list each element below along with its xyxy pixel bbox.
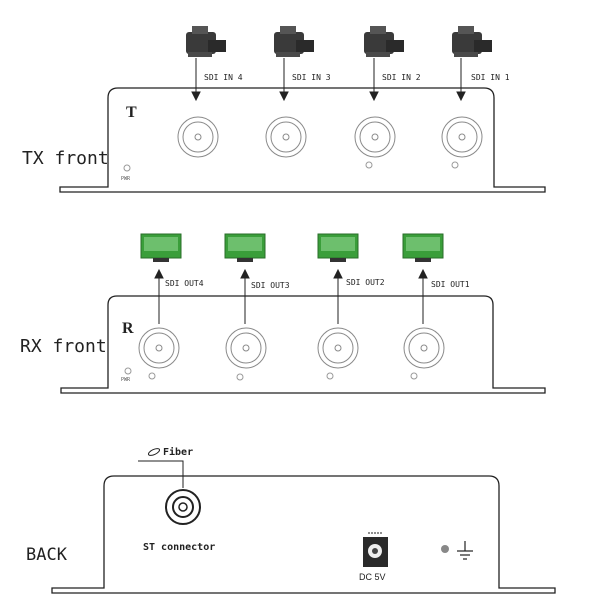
fiber-label: Fiber — [163, 446, 193, 458]
rx-panel-letter: R — [122, 320, 134, 337]
rx-front-label: RX front — [20, 336, 107, 357]
monitor-icon — [402, 233, 444, 262]
bnc-connector-icon — [317, 327, 359, 369]
sdi-out-label: SDI OUT2 — [346, 278, 385, 287]
led-icon — [326, 372, 334, 380]
led-icon — [410, 372, 418, 380]
back-label: BACK — [26, 545, 68, 565]
bnc-connector-icon — [441, 116, 483, 158]
bnc-connector-icon — [403, 327, 445, 369]
video-camera-icon — [452, 26, 492, 57]
led-icon — [236, 373, 244, 381]
sdi-out-label: SDI OUT1 — [431, 280, 470, 289]
back-chassis-outline — [51, 475, 556, 594]
back-panel: Fiber BACK ST connector DC 5V — [26, 446, 556, 594]
sdi-in-label: SDI IN 3 — [292, 73, 331, 82]
tx-power-label: PWR — [121, 176, 131, 182]
sdi-out-label: SDI OUT4 — [165, 279, 204, 288]
bnc-connector-icon — [265, 116, 307, 158]
st-connector-icon — [165, 489, 201, 525]
sdi-in-label: SDI IN 2 — [382, 73, 421, 82]
led-icon — [124, 367, 132, 375]
tx-front-panel: SDI IN 4 SDI IN 3 SDI IN 2 SDI IN 1 TX f… — [22, 26, 546, 193]
rx-front-panel: SDI OUT4 SDI OUT3 SDI OUT2 SDI OUT1 RX f… — [20, 233, 546, 394]
tx-front-label: TX front — [22, 148, 109, 169]
fiber-icon — [147, 448, 161, 456]
monitor-icon — [140, 233, 182, 262]
ground-icon — [457, 541, 473, 560]
dc-jack-icon — [363, 532, 388, 567]
sdi-in-label: SDI IN 1 — [471, 73, 510, 82]
bnc-connector-icon — [225, 327, 267, 369]
dc-power-label: DC 5V — [359, 572, 386, 582]
video-camera-icon — [274, 26, 314, 57]
sdi-out-label: SDI OUT3 — [251, 281, 290, 290]
bnc-connector-icon — [354, 116, 396, 158]
led-icon — [451, 161, 459, 169]
monitor-icon — [224, 233, 266, 262]
rx-chassis-outline — [60, 295, 546, 394]
bnc-connector-icon — [177, 116, 219, 158]
monitor-icon — [317, 233, 359, 262]
tx-chassis-outline — [59, 87, 546, 193]
video-camera-icon — [364, 26, 404, 57]
bnc-connector-icon — [138, 327, 180, 369]
rx-power-label: PWR — [121, 377, 131, 383]
led-icon — [365, 161, 373, 169]
sdi-in-label: SDI IN 4 — [204, 73, 243, 82]
video-camera-icon — [186, 26, 226, 57]
led-icon — [123, 164, 131, 172]
led-icon — [441, 545, 449, 553]
led-icon — [148, 372, 156, 380]
tx-panel-letter: T — [126, 104, 137, 121]
st-connector-label: ST connector — [143, 542, 215, 553]
